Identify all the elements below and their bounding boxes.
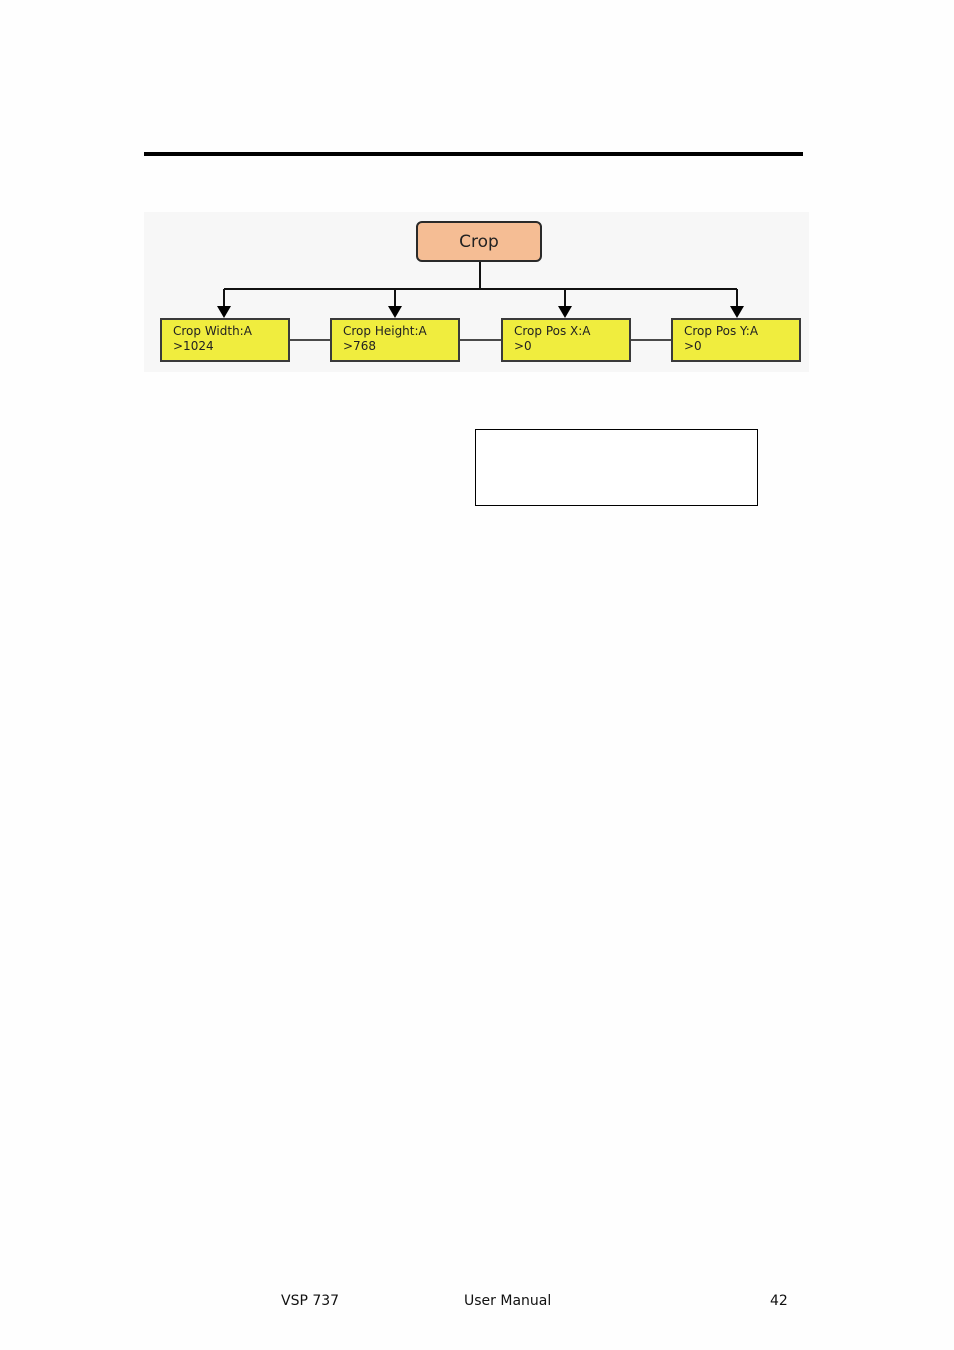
crop-width-label: Crop Width:A [173, 324, 252, 338]
footer-product: VSP 737 [281, 1293, 340, 1309]
footer-title: User Manual [464, 1293, 552, 1309]
crop-width-value: >1024 [173, 339, 214, 353]
crop-height-node: Crop Height:A >768 [330, 318, 460, 362]
connector-lines [217, 262, 744, 341]
crop-height-label: Crop Height:A [343, 324, 427, 338]
crop-root-node: Crop [416, 221, 542, 262]
crop-pos-y-label: Crop Pos Y:A [684, 324, 759, 338]
header-rule [144, 152, 803, 156]
crop-pos-y-value: >0 [684, 339, 702, 353]
crop-pos-x-node: Crop Pos X:A >0 [501, 318, 631, 362]
crop-height-value: >768 [343, 339, 376, 353]
crop-root-label: Crop [459, 231, 499, 252]
crop-menu-diagram: Crop Crop Width:A >1024 Crop Height:A >7… [144, 212, 809, 372]
crop-pos-y-node: Crop Pos Y:A >0 [671, 318, 801, 362]
footer-page-number: 42 [770, 1293, 788, 1309]
crop-width-node: Crop Width:A >1024 [160, 318, 290, 362]
empty-display-box [475, 429, 758, 506]
crop-pos-x-label: Crop Pos X:A [514, 324, 591, 338]
crop-pos-x-value: >0 [514, 339, 532, 353]
